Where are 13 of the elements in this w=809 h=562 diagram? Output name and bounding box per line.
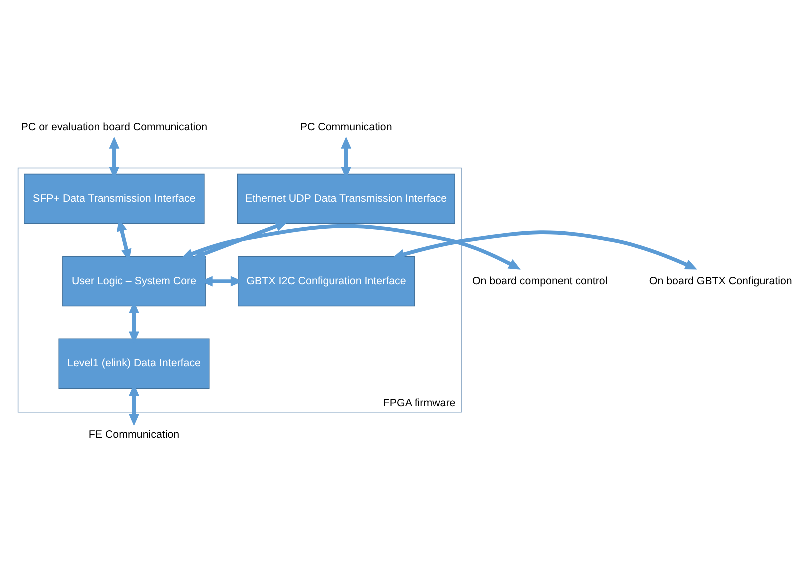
arrow	[392, 230, 698, 270]
arrow	[192, 221, 288, 258]
node-text: PC Communication	[300, 121, 392, 134]
node-box: Ethernet UDP Data Transmission Interface	[237, 173, 456, 224]
node-box: GBTX I2C Configuration Interface	[238, 256, 415, 306]
arrow	[181, 224, 521, 270]
node-text: FE Communication	[88, 428, 180, 441]
node-text: PC or evaluation board Communication	[21, 121, 208, 134]
node-box: User Logic – System Core	[62, 256, 206, 306]
node-text: On board GBTX Configuration	[649, 274, 792, 287]
node-box: SFP+ Data Transmission Interface	[24, 173, 205, 224]
node-text: On board component control	[472, 274, 608, 287]
node-box: Level1 (elink) Data Interface	[58, 338, 210, 389]
